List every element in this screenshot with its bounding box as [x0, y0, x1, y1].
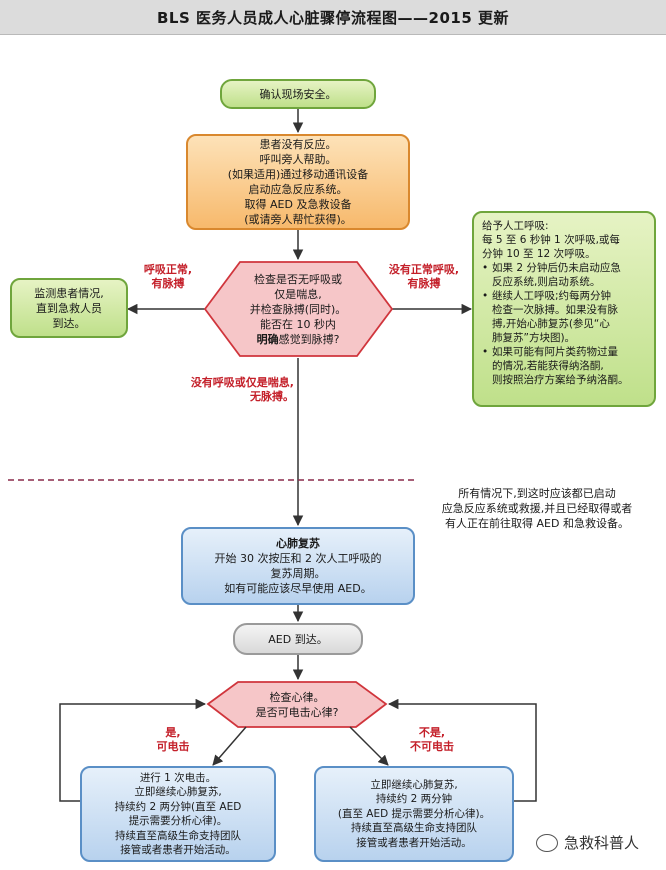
cpr-box: 心肺复苏 开始 30 次按压和 2 次人工呼吸的 复苏周期。 如有可能应该尽早使…	[181, 527, 415, 605]
decision2-line: 检查心律。	[269, 691, 325, 704]
decision1-line: 感觉到脉搏?	[278, 333, 340, 346]
monitor-line: 监测患者情况,	[34, 286, 104, 300]
aed-arrives-box: AED 到达。	[233, 623, 363, 655]
label-line: 是,	[165, 726, 181, 739]
noshock-line: 接管或者患者开始活动。	[356, 836, 472, 849]
label-not-shockable: 不是, 不可电击	[392, 726, 472, 754]
step2-line: (或请旁人帮忙获得)。	[244, 213, 352, 226]
rescue-bullet: 如果可能有阿片类药物过量 的情况,若能获得纳洛酮, 则按照治疗方案给予纳洛酮。	[482, 345, 629, 387]
decision2-shape	[206, 681, 388, 728]
cpr-line: 复苏周期。	[270, 567, 326, 580]
confirm-safety-box: 确认现场安全。	[220, 79, 376, 109]
decision1-text: 检查是否无呼吸或 仅是喘息, 并检查脉搏(同时)。 能否在 10 秒内 明确感觉…	[228, 272, 368, 347]
note-line: 有人正在前往取得 AED 和急救设备。	[445, 517, 629, 530]
decision1-line: 并检查脉搏(同时)。	[249, 303, 347, 316]
wechat-icon	[536, 833, 558, 852]
label-line: 不是,	[418, 726, 446, 739]
arrow-to-shock	[212, 726, 247, 766]
label-line: 无脉搏。	[250, 390, 294, 403]
label-normal-breathing: 呼吸正常, 有脉搏	[128, 263, 208, 291]
page-title: BLS 医务人员成人心脏骤停流程图——2015 更新	[0, 0, 666, 35]
shock-line: 持续约 2 两分钟(直至 AED	[114, 800, 242, 813]
shock-line: 接管或者患者开始活动。	[120, 844, 236, 856]
noshock-line: 持续约 2 两分钟	[375, 793, 453, 806]
shock-line: 提示需要分析心律)。	[128, 815, 228, 827]
label-line: 可电击	[156, 740, 190, 753]
monitor-patient-box: 监测患者情况, 直到急救人员 到达。	[10, 278, 128, 338]
note-line: 所有情况下,到这时应该都已启动	[458, 487, 616, 500]
noshock-line: (直至 AED 提示需要分析心律)。	[337, 807, 491, 820]
rescue-breathing-box: 给予人工呼吸: 每 5 至 6 秒钟 1 次呼吸,或每 分钟 10 至 12 次…	[472, 211, 656, 407]
bullet-line: 肺复苏”方块图)。	[492, 332, 576, 344]
rescue-intro-line: 每 5 至 6 秒钟 1 次呼吸,或每	[482, 234, 620, 246]
bullet-line: 搏,开始心肺复苏(参见“心	[492, 318, 610, 330]
shock-line: 立即继续心肺复苏,	[134, 786, 222, 798]
aed-arrives-text: AED 到达。	[268, 632, 328, 646]
step2-line: 患者没有反应。	[259, 138, 337, 151]
rescue-bullet: 继续人工呼吸;约每两分钟 检查一次脉搏。如果没有脉 搏,开始心肺复苏(参见“心 …	[482, 289, 618, 345]
label-abnormal-breathing: 没有正常呼吸, 有脉搏	[378, 263, 470, 291]
decision1-line: 检查是否无呼吸或	[254, 273, 342, 286]
label-no-breathing: 没有呼吸或仅是喘息, 无脉搏。	[158, 376, 294, 404]
label-line: 没有正常呼吸,	[388, 263, 460, 276]
label-line: 有脉搏	[407, 277, 441, 290]
bullet-line: 的情况,若能获得纳洛酮,	[492, 360, 604, 372]
note-line: 应急反应系统或救援,并且已经取得或者	[441, 502, 633, 515]
shock-line: 进行 1 次电击。	[139, 771, 217, 784]
bullet-line: 检查一次脉搏。如果没有脉	[492, 304, 618, 316]
cpr-line: 如有可能应该尽早使用 AED。	[224, 582, 372, 595]
rescue-bullet: 如果 2 分钟后仍未启动应急 反应系统,则启动系统。	[482, 261, 621, 289]
rescue-intro-line: 分钟 10 至 12 次呼吸。	[482, 248, 596, 260]
bullet-line: 继续人工呼吸;约每两分钟	[492, 290, 612, 302]
bullet-line: 如果可能有阿片类药物过量	[492, 346, 618, 358]
bullet-line: 则按照治疗方案给予纳洛酮。	[492, 374, 629, 386]
cpr-line: 开始 30 次按压和 2 次人工呼吸的	[214, 552, 382, 565]
no-shock-box: 立即继续心肺复苏, 持续约 2 两分钟 (直至 AED 提示需要分析心律)。 持…	[314, 766, 514, 862]
shock-box: 进行 1 次电击。 立即继续心肺复苏, 持续约 2 两分钟(直至 AED 提示需…	[80, 766, 276, 862]
decision2-line: 是否可电击心律?	[255, 706, 339, 719]
decision2-text: 检查心律。 是否可电击心律?	[238, 690, 356, 720]
label-line: 没有呼吸或仅是喘息,	[190, 376, 294, 389]
label-line: 呼吸正常,	[143, 263, 193, 276]
decision1-bold-word: 明确	[256, 333, 279, 346]
loop-noshock-to-decision2	[387, 698, 537, 802]
loop-shock-to-decision2	[59, 698, 207, 802]
decision1-shape	[203, 261, 394, 357]
step2-line: 呼叫旁人帮助。	[259, 153, 337, 166]
watermark-text: 急救科普人	[564, 834, 640, 852]
decision1-line: 仅是喘息,	[274, 288, 322, 301]
label-shockable: 是, 可电击	[138, 726, 208, 754]
watermark: 急救科普人	[536, 832, 639, 853]
step2-line: 启动应急反应系统。	[248, 183, 348, 196]
step2-line: 取得 AED 及急救设备	[244, 198, 352, 211]
no-response-box: 患者没有反应。 呼叫旁人帮助。 (如果适用)通过移动通讯设备 启动应急反应系统。…	[186, 134, 410, 230]
step2-line: (如果适用)通过移动通讯设备	[227, 168, 369, 181]
shock-line: 持续直至高级生命支持团队	[115, 829, 241, 842]
bullet-line: 如果 2 分钟后仍未启动应急	[492, 262, 621, 274]
monitor-line: 直到急救人员	[36, 301, 102, 315]
bullet-line: 反应系统,则启动系统。	[492, 276, 601, 288]
arrow-to-noshock	[349, 726, 389, 766]
confirm-safety-text: 确认现场安全。	[259, 87, 337, 101]
label-line: 有脉搏	[151, 277, 185, 290]
decision1-line: 能否在 10 秒内	[260, 318, 336, 331]
divider-note: 所有情况下,到这时应该都已启动 应急反应系统或救援,并且已经取得或者 有人正在前…	[412, 486, 662, 531]
cpr-title: 心肺复苏	[276, 537, 320, 550]
label-line: 不可电击	[410, 740, 454, 753]
noshock-line: 立即继续心肺复苏,	[370, 778, 458, 791]
monitor-line: 到达。	[52, 316, 86, 330]
noshock-line: 持续直至高级生命支持团队	[351, 822, 477, 835]
rescue-intro-line: 给予人工呼吸:	[482, 220, 549, 232]
